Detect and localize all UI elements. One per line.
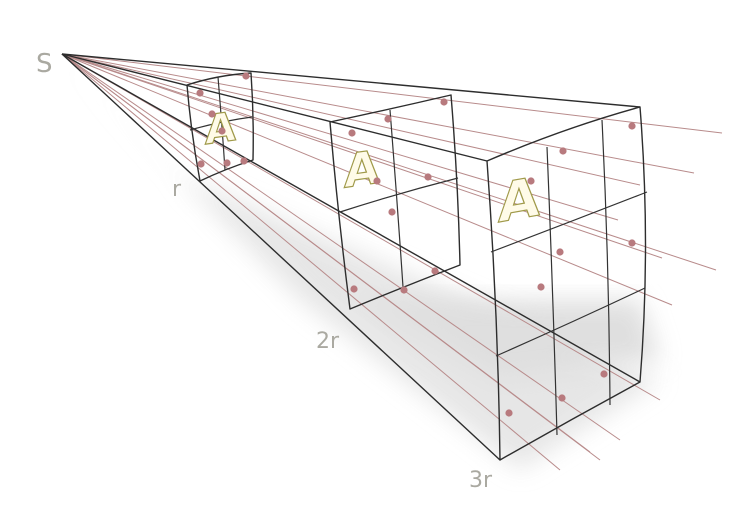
ray-dot <box>628 122 636 130</box>
ray-dot <box>537 283 545 291</box>
ray-dot <box>440 98 448 106</box>
letter-a-3r: A <box>498 164 540 235</box>
labels: S r 2r 3r <box>36 49 493 493</box>
ray-dot <box>431 267 439 275</box>
ray-intersection-dots <box>196 72 636 417</box>
light-ray <box>61 53 673 306</box>
ray-dot <box>350 285 358 293</box>
ray-dot <box>240 157 248 165</box>
light-ray <box>61 53 661 401</box>
ray-dot <box>388 208 396 216</box>
ray-dot <box>558 394 566 402</box>
distance-3r-label: 3r <box>469 468 493 493</box>
ray-dot <box>208 110 216 118</box>
letter-a-2r: A <box>344 140 380 199</box>
light-ray <box>61 53 619 221</box>
ray-dot <box>223 159 231 167</box>
distance-2r-label: 2r <box>316 329 340 354</box>
source-label: S <box>36 49 53 79</box>
ground-shadows <box>60 55 660 470</box>
light-ray <box>61 53 717 271</box>
light-ray <box>61 53 641 186</box>
ray-dot <box>242 72 250 80</box>
ray-dot <box>197 160 205 168</box>
ray-dot <box>628 239 636 247</box>
light-ray <box>61 53 695 174</box>
ray-dot <box>556 248 564 256</box>
ray-dot <box>196 89 204 97</box>
ray-dot <box>384 115 392 123</box>
ray-dot <box>559 147 567 155</box>
light-rays <box>61 53 723 471</box>
ray-dot <box>600 370 608 378</box>
light-ray <box>61 53 723 134</box>
ray-dot <box>348 129 356 137</box>
ray-dot <box>373 177 381 185</box>
ray-dot <box>424 173 432 181</box>
ray-dot <box>218 127 226 135</box>
surface-2r <box>329 94 461 310</box>
cone-edges <box>61 53 641 461</box>
ray-dot <box>505 409 513 417</box>
light-ray <box>61 53 601 461</box>
surface-3r <box>486 106 648 461</box>
ray-dot <box>400 286 408 294</box>
distance-r-label: r <box>172 177 182 202</box>
light-ray <box>61 53 663 259</box>
ray-dot <box>527 177 535 185</box>
light-ray <box>61 53 561 471</box>
light-ray <box>61 53 621 441</box>
